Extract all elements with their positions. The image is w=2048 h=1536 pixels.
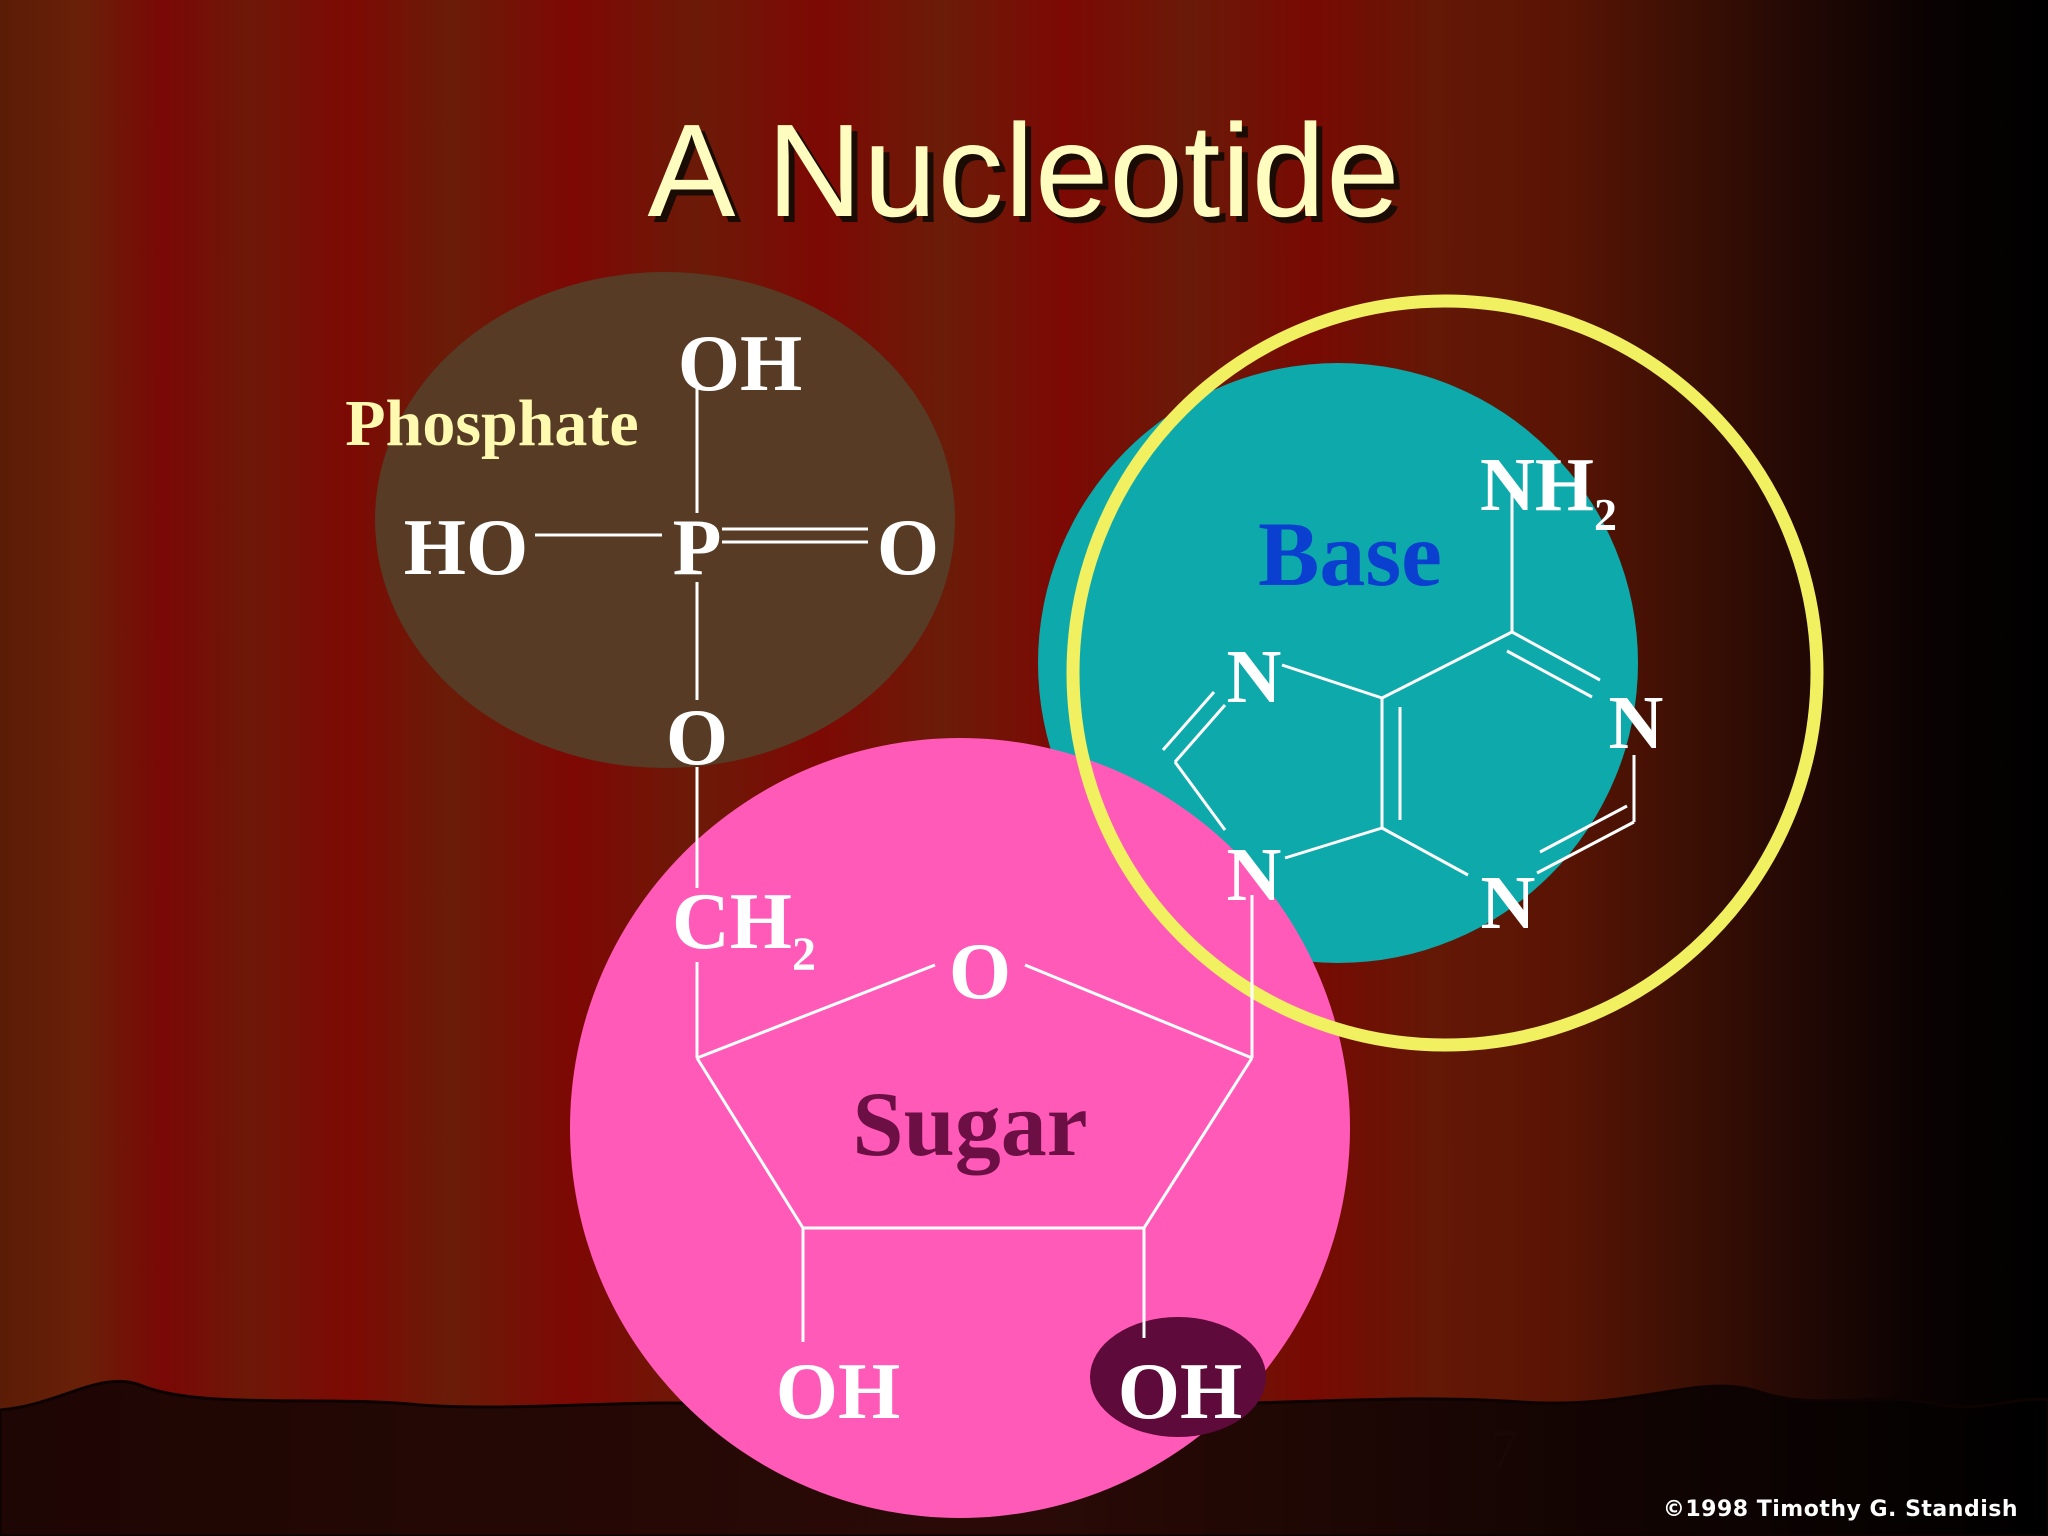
atom-n-right: N xyxy=(1609,681,1664,765)
atom-ho: HO xyxy=(404,504,528,592)
atom-top-oh: OH xyxy=(678,320,802,408)
slide-title: A Nucleotide xyxy=(647,97,1401,244)
atom-oh-right: OH xyxy=(1118,1348,1242,1436)
atom-oh-left: OH xyxy=(776,1348,900,1436)
atom-double-bond-oxygen: O xyxy=(877,504,939,592)
sugar-oh-highlight xyxy=(1090,1317,1266,1437)
sugar-label: Sugar xyxy=(852,1073,1087,1175)
bond-lines xyxy=(535,385,1636,1342)
atom-n-top-left: N xyxy=(1227,635,1282,719)
atom-n-bottom-left: N xyxy=(1227,833,1282,917)
phosphate-region xyxy=(375,272,955,768)
atom-nh2: NH2 xyxy=(1480,443,1617,540)
phosphate-label: Phosphate xyxy=(345,387,638,460)
copyright-notice: ©1998 Timothy G. Standish xyxy=(1662,1497,2018,1522)
atom-bridge-oxygen: O xyxy=(666,694,728,782)
base-highlight-ring xyxy=(1066,294,1824,1052)
atom-phosphorus: P xyxy=(673,504,722,592)
atom-ch2: CH2 xyxy=(672,878,816,981)
base-label: Base xyxy=(1258,503,1442,605)
atom-ring-oxygen: O xyxy=(949,928,1011,1016)
slide-number: 7 xyxy=(1490,1419,1518,1481)
atom-n-bottom: N xyxy=(1481,861,1536,945)
